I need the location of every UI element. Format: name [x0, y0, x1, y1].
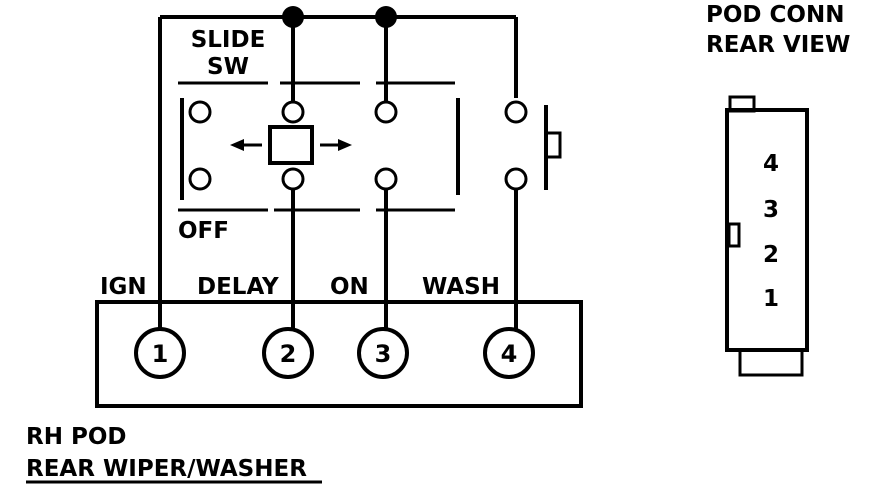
slide-switch-subtitle: SW: [207, 54, 249, 80]
contact-terminal: [188, 100, 212, 124]
slider-knob: [268, 125, 314, 165]
junction-dot: [282, 6, 304, 28]
arrow-left-icon: [230, 139, 244, 151]
terminal-label-delay: DELAY: [197, 274, 279, 300]
connector-pin-2: 2: [763, 242, 779, 268]
connector-key: [727, 222, 741, 248]
rh-pod-box: [95, 300, 583, 408]
contact-terminal: [281, 167, 305, 191]
connector-pin-4: 4: [763, 151, 779, 177]
pod-pin-1-label: 1: [152, 340, 169, 368]
arrow-right-icon: [338, 139, 352, 151]
terminal-label-on: ON: [330, 274, 369, 300]
terminal-label-ign: IGN: [100, 274, 147, 300]
contact-terminal: [281, 100, 305, 124]
pod-pin-1: [134, 327, 186, 379]
junction-dot: [375, 6, 397, 28]
connector-title: POD CONN: [706, 2, 844, 28]
pod-caption-line2: REAR WIPER/WASHER: [26, 456, 307, 482]
pod-pin-3-label: 3: [375, 340, 392, 368]
switch-wiring: [158, 6, 562, 330]
pod-caption-line1: RH POD: [26, 424, 126, 450]
pod-pin-3: [357, 327, 409, 379]
connector-pin-3: 3: [763, 197, 779, 223]
contact-terminal: [374, 167, 398, 191]
contact-terminal: [504, 100, 528, 124]
pod-pin-4: [483, 327, 535, 379]
terminal-label-wash: WASH: [422, 274, 500, 300]
contact-terminal: [504, 167, 528, 191]
contact-terminal: [374, 100, 398, 124]
pod-connector: 4 3 2 1: [725, 95, 809, 377]
pod-pin-2: [262, 327, 314, 379]
connector-bottom-tab: [738, 348, 804, 377]
connector-subtitle: REAR VIEW: [706, 32, 850, 58]
connector-pin-1: 1: [763, 286, 779, 312]
contact-terminal: [188, 167, 212, 191]
pod-pin-4-label: 4: [501, 340, 518, 368]
wash-button: [544, 131, 562, 159]
off-label: OFF: [178, 218, 229, 244]
slide-switch-title: SLIDE: [191, 27, 266, 53]
pod-pin-2-label: 2: [280, 340, 297, 368]
pod-terminals: 1 2 3 4: [134, 300, 535, 379]
